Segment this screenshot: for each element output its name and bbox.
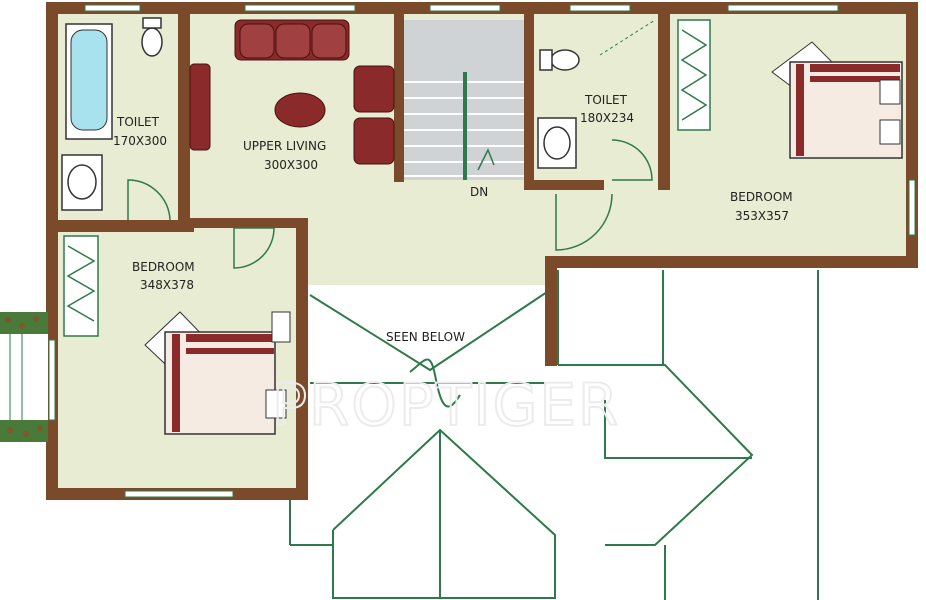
windows — [48, 4, 916, 498]
living-furniture — [189, 19, 395, 165]
armchair-1 — [353, 65, 395, 113]
label-toilet-right-size: 180X234 — [580, 111, 634, 125]
wall-step — [545, 256, 557, 366]
wall-bedroom-right-bottom — [545, 256, 918, 268]
door-bedroom-left — [233, 227, 275, 269]
watermark: PROPTIGER — [272, 371, 620, 439]
chair-left — [189, 63, 211, 151]
wc-right-tank — [539, 49, 553, 71]
window-top-3 — [429, 4, 501, 12]
doors — [127, 139, 653, 269]
floor-living-extension — [300, 225, 550, 285]
wall-stair-left — [394, 2, 404, 182]
toilet-right-fixtures — [537, 19, 656, 169]
washbasin-right-bowl — [543, 126, 571, 160]
bed-right — [771, 41, 903, 159]
label-toilet-right-name: TOILET — [584, 93, 628, 107]
wall-stair-right — [524, 2, 534, 190]
window-top-5 — [727, 4, 839, 12]
label-stairs-down: DN — [470, 185, 488, 199]
room-labels: TOILET 170X300 UPPER LIVING 300X300 TOIL… — [113, 93, 793, 344]
shower-diagonal — [599, 19, 656, 56]
wall-toilet-left-bottom — [46, 220, 194, 232]
wall-living-divider — [178, 218, 308, 228]
wc-right — [550, 49, 580, 71]
wall-toilet-left — [178, 2, 190, 230]
label-bedroom-left-name: BEDROOM — [132, 260, 195, 274]
window-right — [908, 179, 916, 236]
wc-left-tank — [142, 17, 162, 29]
toilet-left-fixtures — [61, 17, 163, 211]
washbasin-left-bowl — [67, 164, 97, 200]
window-top-2 — [244, 4, 356, 12]
label-bedroom-left-size: 348X378 — [140, 278, 194, 292]
wall-toilet-right-bottom — [524, 180, 604, 190]
label-upper-living-size: 300X300 — [264, 158, 318, 172]
wardrobes — [63, 19, 711, 337]
door-bedroom-right — [555, 193, 613, 251]
roof-lines — [289, 270, 819, 600]
window-top-1 — [84, 4, 141, 12]
window-bottom — [124, 490, 234, 498]
label-upper-living-name: UPPER LIVING — [243, 139, 326, 153]
window-left — [48, 339, 56, 421]
door-toilet-right — [611, 139, 653, 181]
label-bedroom-right-name: BEDROOM — [730, 190, 793, 204]
wc-left — [141, 27, 163, 57]
label-toilet-left-name: TOILET — [116, 115, 160, 129]
bathtub-inner — [70, 29, 108, 131]
balcony — [0, 312, 48, 442]
wall-toilet-right-side — [658, 2, 670, 190]
label-bedroom-right-size: 353X357 — [735, 209, 789, 223]
bed-left — [144, 311, 291, 435]
window-top-4 — [569, 4, 631, 12]
wall-bedroom-left-right — [296, 220, 308, 500]
label-seen-below: SEEN BELOW — [386, 330, 465, 344]
armchair-2 — [353, 117, 395, 165]
label-toilet-left-size: 170X300 — [113, 134, 167, 148]
door-toilet-left — [127, 179, 171, 221]
coffee-table — [274, 92, 326, 128]
stair-arrow — [477, 148, 495, 171]
